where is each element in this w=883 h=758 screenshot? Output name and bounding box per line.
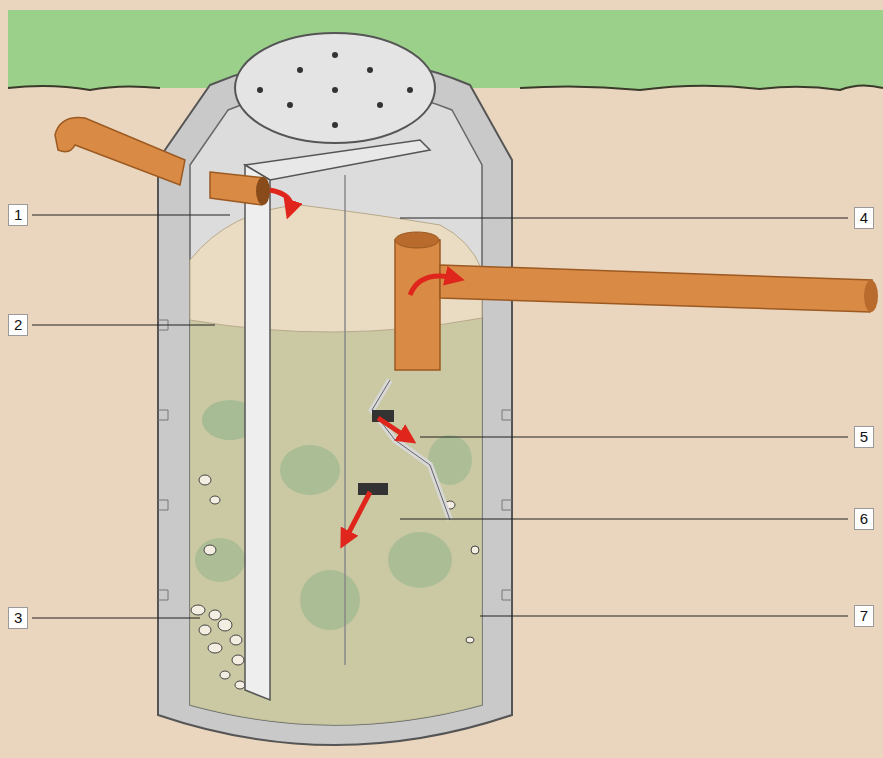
callout-number: 4 (854, 207, 874, 229)
callout-number: 5 (854, 426, 874, 448)
callout-number: 6 (854, 508, 874, 530)
callout-number: 7 (854, 605, 874, 627)
callout-number: 3 (8, 607, 28, 629)
callout-number: 2 (8, 314, 28, 336)
callout-number: 1 (8, 204, 28, 226)
